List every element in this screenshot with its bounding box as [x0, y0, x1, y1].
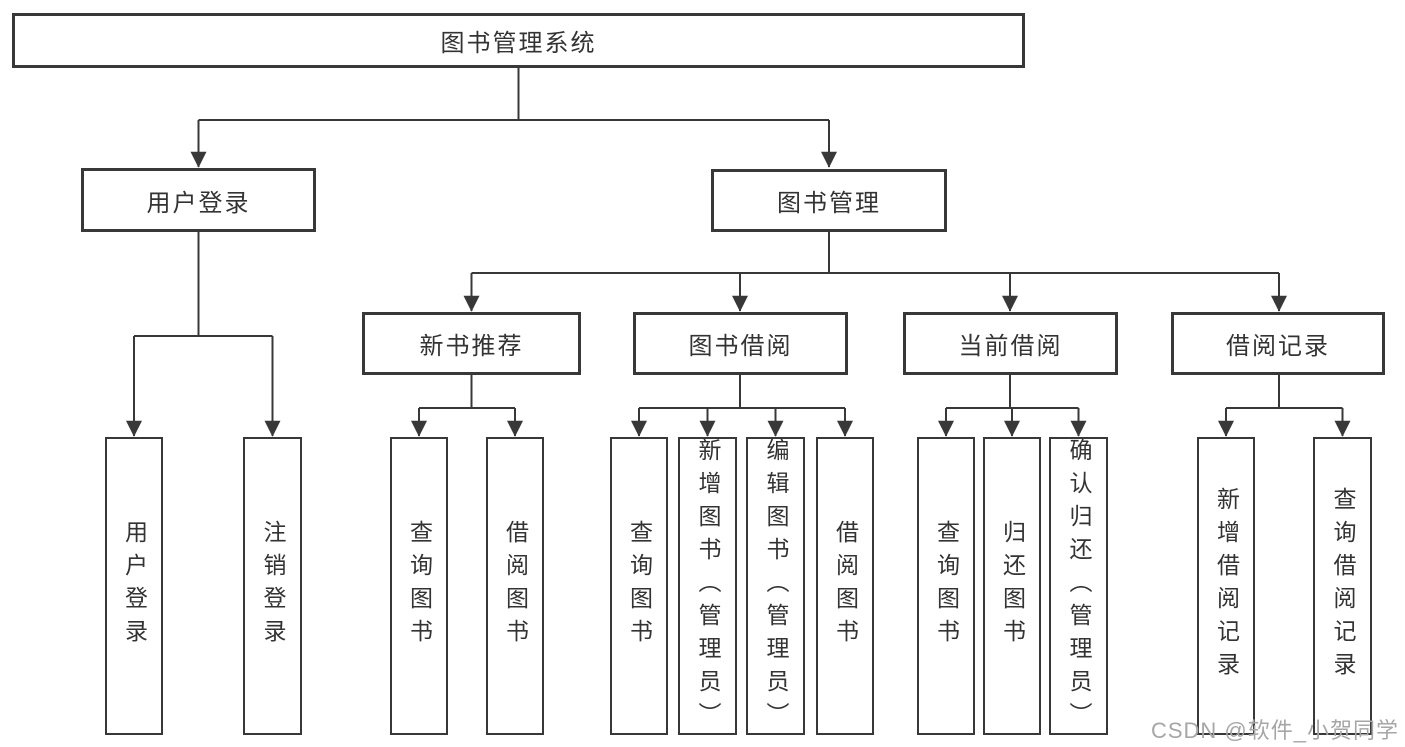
node-user-login: 用户登录	[81, 168, 316, 232]
leaf-br-add-record: 新增借阅记录	[1197, 437, 1255, 735]
leaf-bb-edit-book-admin-label: 编辑图书（管理员）	[763, 437, 789, 735]
node-book-borrow-label: 图书借阅	[688, 333, 793, 360]
edge-new-book-recommend-bus	[419, 375, 515, 409]
leaf-logout-label: 注销登录	[260, 520, 286, 652]
node-user-login-label: 用户登录	[146, 189, 251, 217]
node-root-label: 图书管理系统	[440, 30, 597, 57]
node-current-borrow: 当前借阅	[903, 312, 1118, 375]
leaf-bb-add-book-admin-label: 新增图书（管理员）	[695, 437, 721, 735]
leaf-bb-edit-book-admin: 编辑图书（管理员）	[746, 437, 805, 735]
edge-root-bus	[198, 68, 829, 121]
leaf-cb-return-books: 归还图书	[983, 437, 1041, 735]
node-new-book-recommend-label: 新书推荐	[419, 333, 524, 360]
leaf-br-add-record-label: 新增借阅记录	[1213, 487, 1240, 685]
leaf-bb-borrow-books: 借阅图书	[816, 437, 874, 735]
leaf-nbr-query-books: 查询图书	[390, 437, 448, 735]
leaf-bb-query-books-label: 查询图书	[626, 520, 653, 652]
node-root: 图书管理系统	[12, 13, 1025, 68]
edge-book-borrow-bus	[639, 375, 845, 409]
leaf-br-query-record-label: 查询借阅记录	[1330, 487, 1356, 685]
leaf-cb-query-books: 查询图书	[917, 437, 975, 735]
csdn-watermark: CSDN @软件_小贺同学	[1150, 718, 1399, 743]
leaf-user-login: 用户登录	[105, 437, 163, 735]
edge-current-borrow-bus	[946, 375, 1079, 409]
leaf-nbr-borrow-books-label: 借阅图书	[502, 520, 529, 652]
node-current-borrow-label: 当前借阅	[958, 333, 1063, 360]
leaf-user-login-label: 用户登录	[121, 520, 148, 652]
leaf-bb-add-book-admin: 新增图书（管理员）	[678, 437, 737, 735]
node-borrow-records-label: 借阅记录	[1226, 333, 1330, 360]
edge-borrow-records-bus	[1226, 375, 1343, 409]
leaf-cb-confirm-return-admin-label: 确认归还（管理员）	[1066, 437, 1092, 735]
leaf-nbr-query-books-label: 查询图书	[406, 520, 433, 652]
leaf-cb-query-books-label: 查询图书	[933, 520, 960, 652]
leaf-nbr-borrow-books: 借阅图书	[486, 437, 544, 735]
leaf-logout: 注销登录	[243, 437, 302, 735]
node-borrow-records: 借阅记录	[1171, 312, 1385, 375]
leaf-bb-query-books: 查询图书	[610, 437, 668, 735]
node-new-book-recommend: 新书推荐	[362, 312, 581, 375]
edge-user-login-bus	[134, 232, 273, 337]
node-book-borrow: 图书借阅	[633, 312, 848, 375]
leaf-cb-return-books-label: 归还图书	[999, 520, 1026, 652]
node-book-management: 图书管理	[711, 169, 947, 232]
leaf-br-query-record: 查询借阅记录	[1313, 437, 1372, 735]
leaf-cb-confirm-return-admin: 确认归还（管理员）	[1049, 437, 1108, 735]
edge-book-management-bus	[471, 232, 1279, 274]
node-book-management-label: 图书管理	[777, 190, 881, 217]
leaf-bb-borrow-books-label: 借阅图书	[832, 520, 859, 652]
